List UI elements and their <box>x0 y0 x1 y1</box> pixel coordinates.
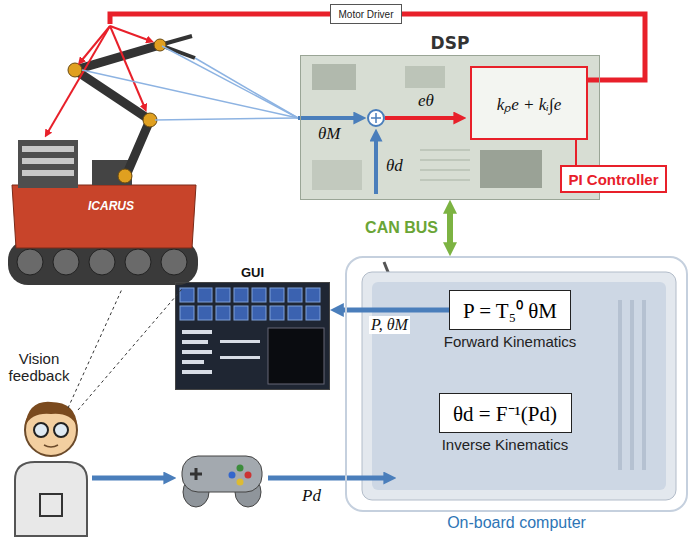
data-arrow <box>341 308 449 313</box>
pi-control-box: kₚe + kᵢ∫e <box>470 66 588 140</box>
computer-picture <box>362 262 676 500</box>
pad-body <box>182 456 262 492</box>
robot-body <box>12 185 196 248</box>
chip <box>312 160 362 190</box>
chip <box>312 64 356 90</box>
chip <box>405 66 445 88</box>
control-law: kₚe + kᵢ∫e <box>497 92 562 115</box>
operator-picture <box>15 402 87 536</box>
motor-line <box>110 14 330 24</box>
box-label: Motor Driver <box>338 9 393 20</box>
signal-name: θd <box>386 156 403 176</box>
screen-title: GUI <box>241 265 264 280</box>
pcb <box>300 55 600 200</box>
gamepad-picture <box>182 456 262 507</box>
pcb-traces <box>420 150 470 180</box>
gui-tiles <box>180 288 320 320</box>
tag-label: PI Controller <box>568 171 658 188</box>
signal-name: θM <box>318 124 341 144</box>
computer-front <box>372 282 666 490</box>
board-title: DSP <box>431 33 470 53</box>
forward-kinematics-box: P = T₅⁰ θMForward Kinematics <box>449 290 571 330</box>
button <box>237 479 244 486</box>
screen <box>175 282 330 390</box>
summing-junction <box>368 110 384 126</box>
dsp-board-picture <box>300 55 600 200</box>
wheels <box>17 249 187 275</box>
signal-name: eθ <box>418 91 434 111</box>
body <box>15 462 87 536</box>
gui-view <box>268 328 324 384</box>
desired-angle-arrow <box>374 139 378 194</box>
dsp-board: DSPkₚe + kᵢ∫e <box>300 55 600 200</box>
plus-sign <box>371 113 381 123</box>
formula: θd = F⁻¹(Pd) <box>453 399 557 427</box>
command-arrow <box>268 476 386 481</box>
button <box>229 472 236 479</box>
vision-lines <box>68 289 182 410</box>
dpad <box>190 468 202 480</box>
vents <box>620 300 644 470</box>
error-arrow <box>385 116 456 120</box>
sensor-box <box>92 160 132 185</box>
panel-caption: On-board computer <box>447 514 586 532</box>
note: Vision feedback <box>2 350 76 384</box>
gui-picture <box>175 282 330 390</box>
edge-label: CAN BUS <box>363 219 440 237</box>
pi-controller-tag: PI Controller <box>560 165 667 193</box>
battery-stack <box>18 140 78 188</box>
chip <box>480 150 542 188</box>
motor-driver-box: Motor Driver <box>330 4 402 24</box>
button <box>237 465 244 472</box>
inverse-kinematics-box: θd = F⁻¹(Pd)Inverse Kinematics <box>439 393 572 433</box>
button <box>245 472 252 479</box>
arm-joints <box>68 39 166 183</box>
computer-case <box>362 272 676 500</box>
onboard-computer-panel: On-board computerP = T₅⁰ θMForward Kinem… <box>345 256 688 512</box>
leader-line <box>575 140 577 165</box>
battery-plates <box>22 146 74 176</box>
signal-name: Pd <box>302 486 321 506</box>
motor-fan-lines <box>48 26 148 132</box>
gui-bars <box>182 330 260 374</box>
gui-screen: GUI <box>175 282 330 390</box>
glasses <box>34 423 68 437</box>
formula: P = T₅⁰ θM <box>463 296 557 324</box>
operator-arrow <box>92 476 166 481</box>
robot-logo: ICARUS <box>88 199 134 213</box>
sensor-lines <box>82 46 298 120</box>
edge-label: P, θM <box>369 316 410 334</box>
robot-picture <box>8 36 198 285</box>
box-caption: Inverse Kinematics <box>442 436 569 453</box>
box-caption: Forward Kinematics <box>444 333 577 350</box>
mouth <box>44 445 58 447</box>
badge <box>40 494 62 516</box>
can-bus-arrow <box>447 211 453 245</box>
measured-angle-arrow <box>298 116 356 120</box>
